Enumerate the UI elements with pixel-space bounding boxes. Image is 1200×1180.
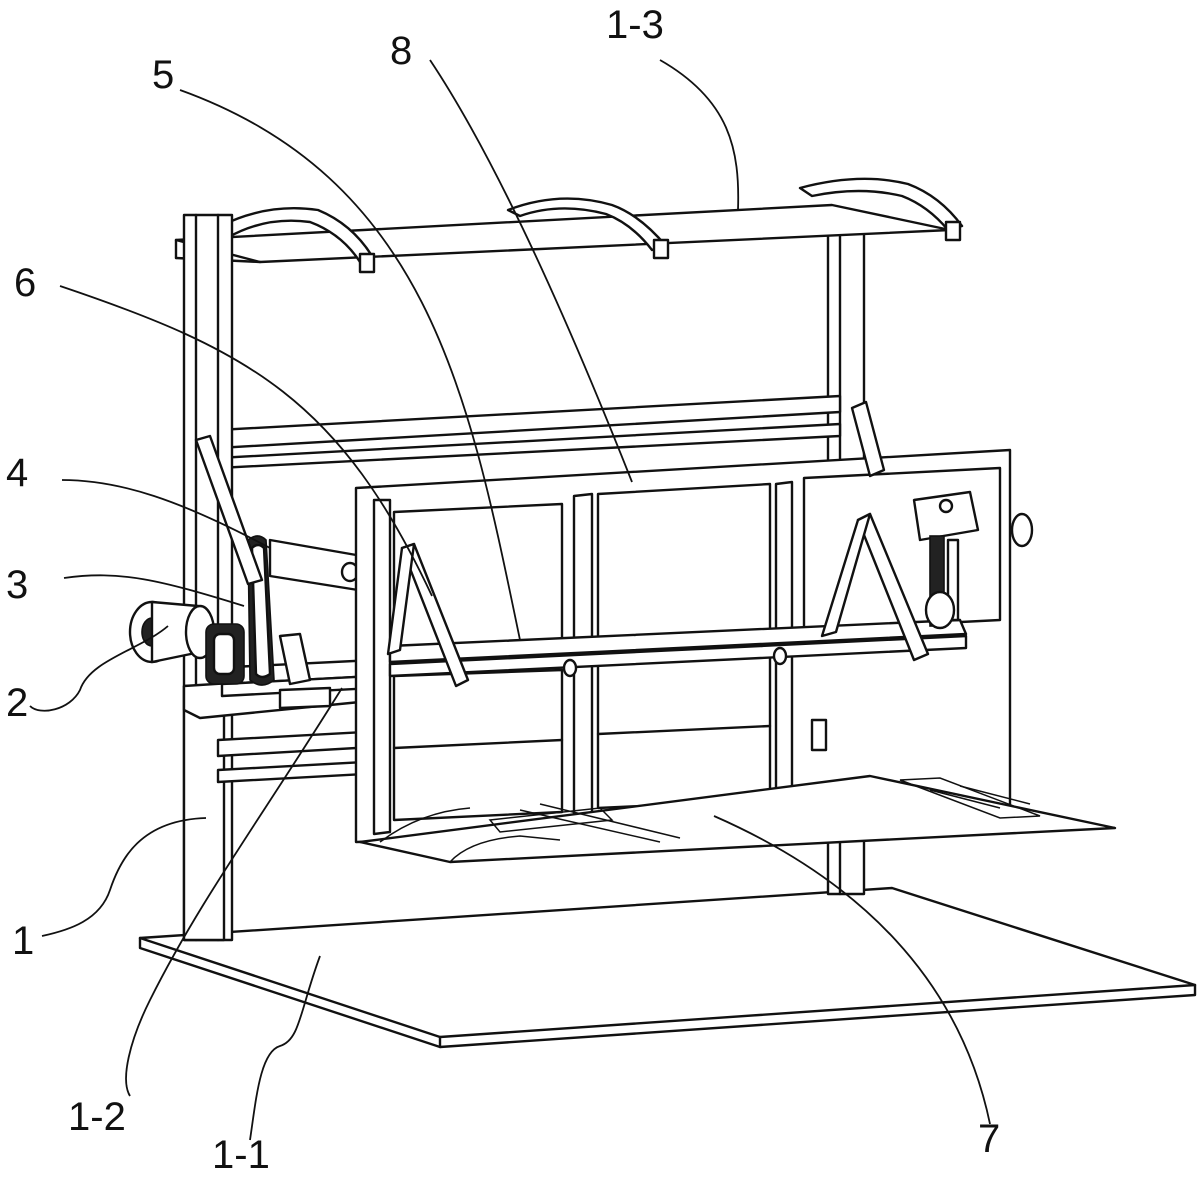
- label-5: 5: [152, 53, 174, 97]
- right-drive-unit: [810, 490, 1034, 752]
- cross-beam: [388, 618, 968, 678]
- swing-arm: [194, 434, 374, 592]
- leader-lines: [29, 59, 991, 1141]
- right-a-frame: [820, 400, 930, 662]
- label-2: 2: [6, 681, 28, 725]
- label-4: 4: [6, 451, 28, 495]
- front-left-column: [182, 213, 234, 942]
- label-1-2: 1-2: [68, 1095, 126, 1139]
- label-8: 8: [390, 29, 412, 73]
- label-6: 6: [14, 261, 36, 305]
- label-1-3: 1-3: [606, 3, 664, 47]
- drive-motor: [128, 600, 245, 685]
- base-plate: [138, 886, 1197, 1049]
- platform-tray: [358, 774, 1117, 864]
- callout-labels: 1-3 8 5 6 4 3 2 1 1-2 1-1 7: [6, 3, 1000, 1177]
- left-a-frame: [386, 542, 470, 688]
- label-3: 3: [6, 563, 28, 607]
- frame-cross-members: [216, 394, 842, 470]
- label-1-1: 1-1: [212, 1133, 270, 1177]
- label-1: 1: [12, 919, 34, 963]
- label-7: 7: [978, 1117, 1000, 1161]
